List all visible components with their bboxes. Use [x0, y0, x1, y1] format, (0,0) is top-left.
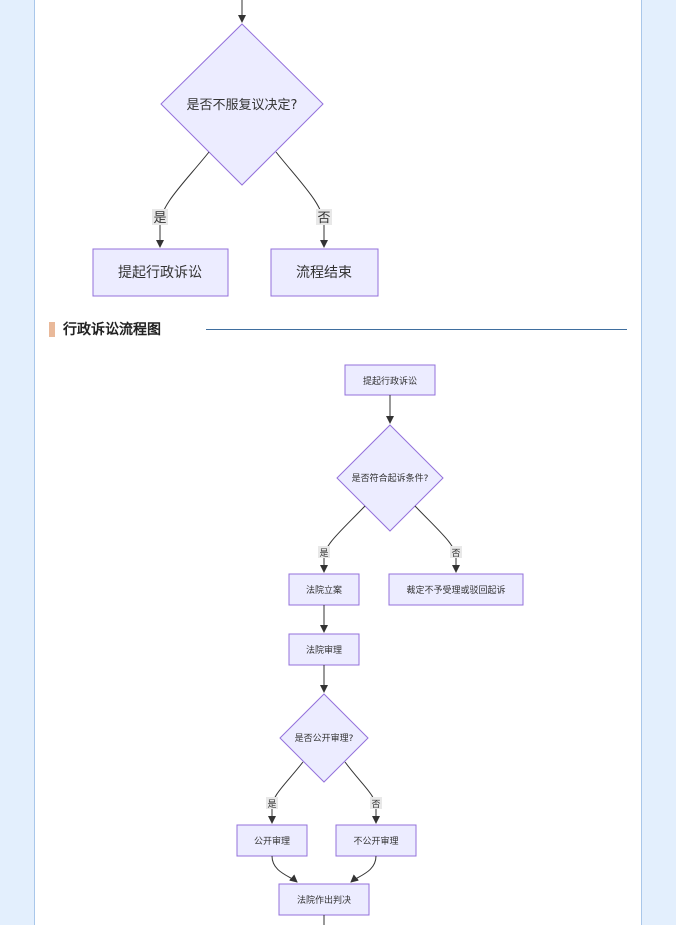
node-text-trial: 法院审理	[306, 644, 342, 656]
node-public-trial	[236, 824, 308, 857]
section-accent-bar	[49, 321, 55, 337]
diagram-2: 提起行政诉讼 是否符合起诉条件? 是 否 法院立案 裁定不予受理或驳回起诉 法院…	[236, 364, 524, 925]
section-divider	[206, 329, 627, 330]
node-private-trial	[335, 824, 417, 857]
edge-label-no2: 否	[371, 799, 380, 810]
diagram-1: 是否不服复议决定? 是 否 提起行政诉讼 流程结束	[92, 0, 379, 297]
edge-eligible-yes	[320, 505, 366, 573]
decision-node-public	[279, 693, 369, 783]
decision-text-public: 是否公开审理?	[295, 732, 354, 744]
node-process-end	[270, 248, 379, 297]
edge-label-bg-no2	[370, 797, 382, 809]
edge-label-bg-yes1	[318, 546, 330, 558]
node-trial	[288, 633, 360, 666]
decision-text-appeal: 是否不服复议决定?	[187, 98, 298, 113]
edge-label-no: 否	[317, 211, 330, 226]
edge-label-bg-no1	[450, 546, 462, 558]
node-reject	[388, 573, 524, 606]
edge-label-bg-yes	[152, 209, 168, 225]
node-judgment	[278, 883, 370, 916]
content-page	[34, 0, 642, 925]
edge-label-yes2: 是	[267, 799, 276, 810]
node-text-file-lawsuit: 提起行政诉讼	[118, 265, 202, 281]
node-text-process-end: 流程结束	[296, 265, 352, 281]
edge-public-judgment	[271, 855, 298, 883]
edge-no	[275, 151, 328, 248]
node-court-file	[288, 573, 360, 606]
decision-node-appeal	[160, 23, 324, 186]
section-heading: 行政诉讼流程图	[49, 320, 161, 338]
edge-yes	[156, 151, 210, 248]
node-text-judgment: 法院作出判决	[297, 894, 351, 906]
edge-label-yes1: 是	[319, 548, 328, 559]
node-text-court-file: 法院立案	[306, 584, 342, 596]
edge-private-judgment	[350, 855, 377, 883]
node-text-private-trial: 不公开审理	[353, 835, 398, 847]
edge-label-yes: 是	[153, 211, 166, 226]
node-text-public-trial: 公开审理	[254, 835, 290, 847]
decision-node-eligible	[336, 424, 444, 532]
decision-text-eligible: 是否符合起诉条件?	[352, 472, 429, 484]
section-title-text: 行政诉讼流程图	[63, 322, 161, 338]
edge-public-yes	[268, 761, 304, 824]
edge-label-bg-no	[316, 209, 332, 225]
node-text-start: 提起行政诉讼	[363, 375, 417, 387]
edge-label-no1: 否	[451, 548, 460, 559]
edge-public-no	[344, 761, 380, 824]
node-text-reject: 裁定不予受理或驳回起诉	[406, 584, 505, 596]
edge-label-bg-yes2	[266, 797, 278, 809]
node-file-lawsuit	[92, 248, 229, 297]
edge-eligible-no	[414, 505, 460, 573]
